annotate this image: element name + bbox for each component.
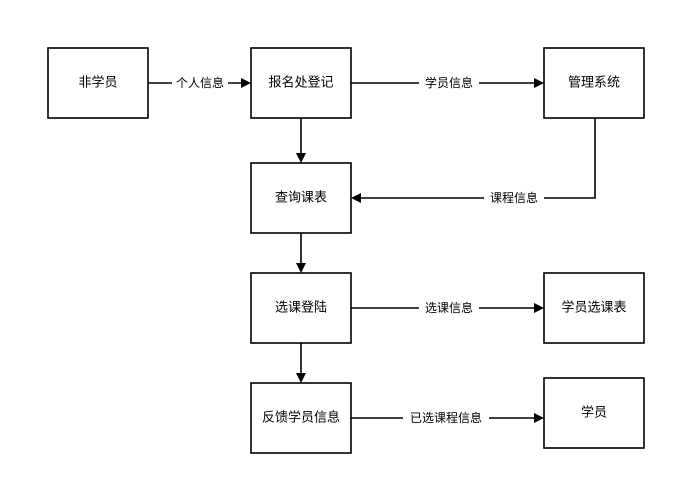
svg-text:已选课程信息: 已选课程信息 [410, 410, 482, 425]
svg-text:查询课表: 查询课表 [275, 191, 327, 206]
edge-label-member-info: 学员信息 [419, 74, 479, 92]
svg-text:学员选课表: 学员选课表 [561, 300, 626, 316]
svg-text:个人信息: 个人信息 [176, 75, 224, 90]
node-student-schedule: 学员选课表 [543, 272, 645, 344]
edge-management-to-query [351, 118, 596, 203]
node-course-login: 选课登陆 [250, 272, 352, 344]
svg-text:选课信息: 选课信息 [425, 300, 473, 315]
svg-text:非学员: 非学员 [78, 75, 117, 91]
svg-text:反馈学员信息: 反馈学员信息 [262, 410, 340, 426]
svg-text:学员: 学员 [581, 405, 607, 421]
svg-text:管理系统: 管理系统 [568, 76, 620, 91]
node-non-member: 非学员 [47, 47, 149, 119]
edge-label-personal-info: 个人信息 [172, 74, 228, 92]
node-member: 学员 [543, 377, 645, 449]
node-management-system: 管理系统 [543, 47, 645, 119]
edge-label-selection-info: 选课信息 [419, 299, 479, 317]
edge-query-to-login [296, 233, 306, 273]
svg-text:报名处登记: 报名处登记 [268, 75, 333, 91]
svg-text:课程信息: 课程信息 [490, 190, 538, 205]
node-registration: 报名处登记 [250, 47, 352, 119]
node-query-schedule: 查询课表 [250, 162, 352, 234]
edge-label-selected-info: 已选课程信息 [403, 409, 489, 427]
svg-text:学员信息: 学员信息 [425, 75, 473, 90]
edge-login-to-feedback [296, 343, 306, 383]
node-feedback: 反馈学员信息 [250, 382, 352, 454]
svg-text:选课登陆: 选课登陆 [275, 300, 327, 316]
edge-registration-to-query [296, 118, 306, 163]
edge-label-course-info: 课程信息 [484, 189, 544, 207]
